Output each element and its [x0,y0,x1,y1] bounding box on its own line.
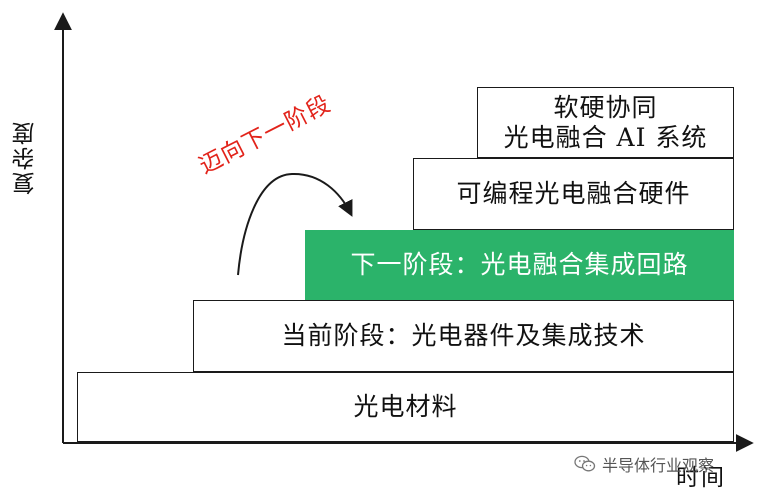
step-ai-system: 软硬协同 光电融合 AI 系统 [477,87,734,158]
step-current-stage: 当前阶段：光电器件及集成技术 [193,300,734,372]
step-label: 当前阶段：光电器件及集成技术 [281,321,646,351]
step-label: 光电材料 [353,392,458,422]
step-label-line1: 软硬协同 [553,93,658,122]
watermark: 半导体行业观察 [574,452,714,476]
watermark-text: 半导体行业观察 [602,456,715,475]
step-label-line2: 光电融合 AI 系统 [503,122,708,152]
step-programmable-hardware: 可编程光电融合硬件 [413,158,734,230]
wechat-icon [574,455,596,472]
step-label: 下一阶段：光电融合集成回路 [350,250,689,280]
step-label-group: 软硬协同 光电融合 AI 系统 [504,93,708,152]
y-axis-label: 复杂度 [13,120,39,195]
step-label: 可编程光电融合硬件 [456,179,691,209]
step-optoelectronic-materials: 光电材料 [77,372,734,442]
step-next-stage: 下一阶段：光电融合集成回路 [305,230,734,300]
curved-arrow [237,172,353,276]
x-axis-label: 时间 [676,465,726,491]
